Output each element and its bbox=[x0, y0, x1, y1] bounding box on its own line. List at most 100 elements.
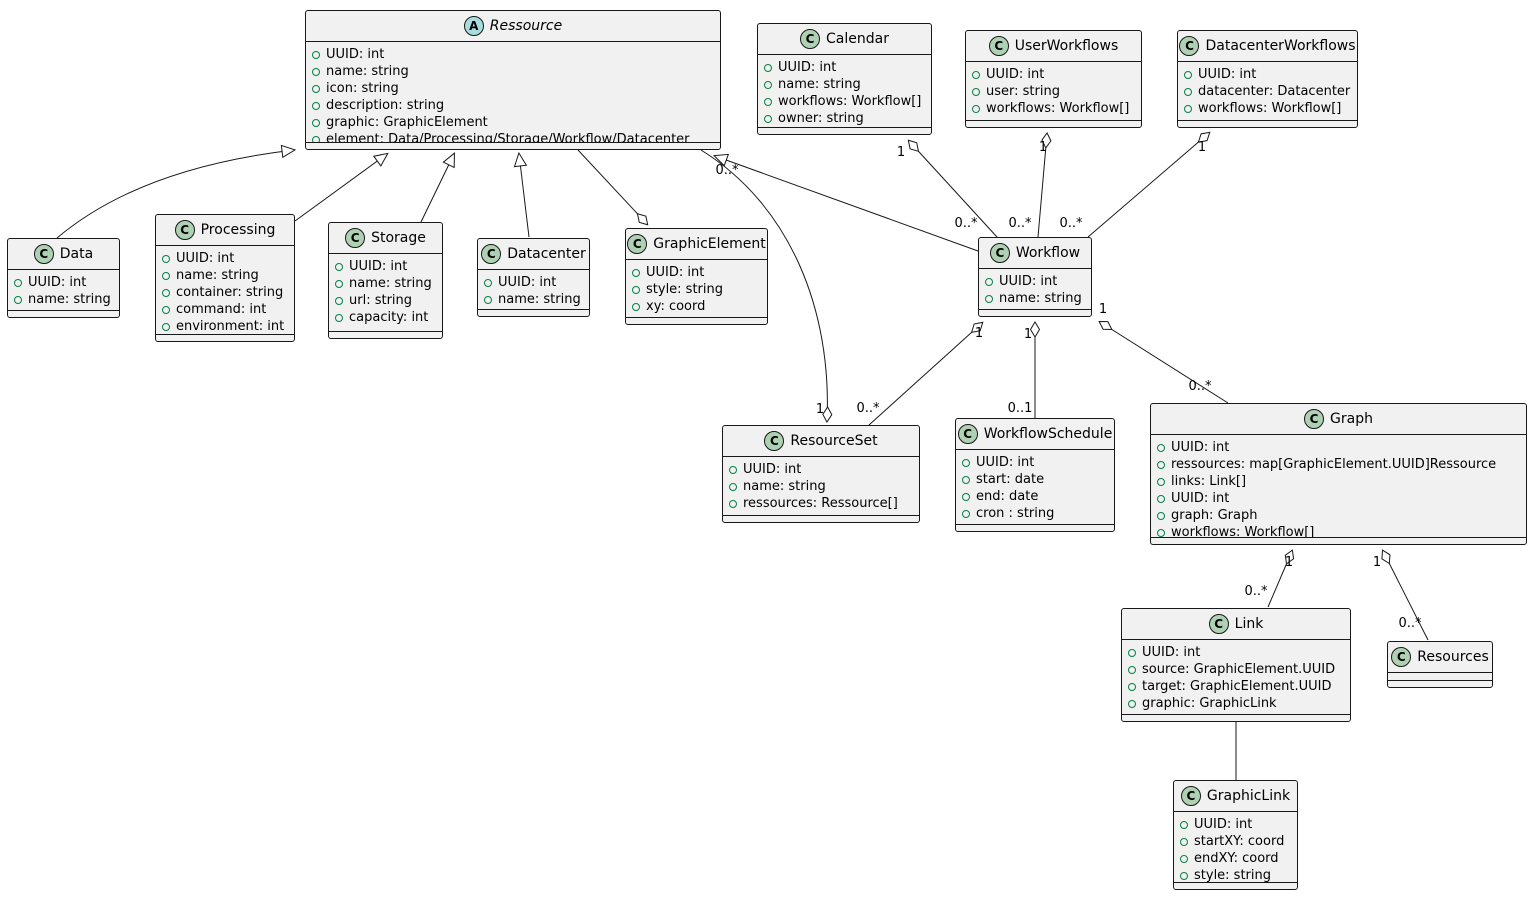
class-header: C Link bbox=[1122, 609, 1350, 640]
class-title: Processing bbox=[200, 222, 276, 238]
class-attribute: name: string bbox=[764, 76, 924, 93]
attribute-text: name: string bbox=[498, 292, 581, 307]
attribute-text: description: string bbox=[326, 98, 445, 113]
class-attribute: UUID: int bbox=[1157, 439, 1519, 456]
class-attribute: name: string bbox=[14, 291, 112, 308]
class-header: C Processing bbox=[156, 215, 294, 246]
class-title: Workflow bbox=[1015, 245, 1081, 261]
class-attribute: target: GraphicElement.UUID bbox=[1128, 678, 1343, 695]
class-attribute: workflows: Workflow[] bbox=[1157, 524, 1519, 538]
class-stereotype-icon: C bbox=[800, 29, 821, 49]
class-stereotype-icon: C bbox=[174, 220, 195, 240]
attribute-text: url: string bbox=[349, 293, 413, 308]
class-title: Calendar bbox=[826, 31, 889, 47]
multiplicity-label: 1 bbox=[1039, 140, 1047, 155]
multiplicity-label-layer: 0..*10..*10..*10..*10..*10..110..*10..*1… bbox=[715, 140, 1422, 631]
field-visibility-icon bbox=[1128, 699, 1136, 708]
attribute-text: UUID: int bbox=[176, 251, 235, 266]
class-stereotype-icon: C bbox=[764, 431, 785, 451]
class-methods-compartment bbox=[723, 516, 919, 522]
edge-processing-extends-ressource bbox=[294, 152, 389, 222]
class-attribute: style: string bbox=[632, 281, 760, 298]
attribute-text: UUID: int bbox=[326, 47, 385, 62]
field-visibility-icon bbox=[335, 313, 343, 322]
field-visibility-icon bbox=[764, 114, 772, 123]
attribute-text: UUID: int bbox=[498, 275, 557, 290]
class-stereotype-icon: C bbox=[989, 243, 1010, 263]
attribute-text: UUID: int bbox=[743, 462, 802, 477]
field-visibility-icon bbox=[162, 305, 170, 314]
multiplicity-label: 1 bbox=[897, 145, 905, 160]
attribute-text: end: date bbox=[976, 489, 1039, 504]
attribute-text: UUID: int bbox=[1194, 817, 1253, 832]
class-stereotype-icon: C bbox=[33, 244, 54, 264]
attribute-text: start: date bbox=[976, 472, 1045, 487]
attribute-text: name: string bbox=[999, 291, 1082, 306]
field-visibility-icon bbox=[1180, 837, 1188, 846]
class-attribute: graphic: GraphicLink bbox=[1128, 695, 1343, 712]
class-title: ResourceSet bbox=[790, 433, 878, 449]
attribute-text: workflows: Workflow[] bbox=[1171, 525, 1315, 538]
class-header: C ResourceSet bbox=[723, 426, 919, 457]
attribute-text: name: string bbox=[28, 292, 111, 307]
class-attribute: UUID: int bbox=[729, 461, 912, 478]
field-visibility-icon bbox=[14, 278, 22, 287]
class-attribute: UUID: int bbox=[162, 250, 287, 267]
attribute-text: capacity: int bbox=[349, 310, 429, 325]
class-attribute: workflows: Workflow[] bbox=[1184, 100, 1350, 117]
attribute-text: icon: string bbox=[326, 81, 399, 96]
attribute-text: ressources: Ressource[] bbox=[743, 496, 898, 511]
edge-workflow-extends-ressource bbox=[712, 153, 979, 252]
field-visibility-icon bbox=[162, 288, 170, 297]
class-title: DatacenterWorkflows bbox=[1205, 38, 1356, 54]
attribute-text: UUID: int bbox=[1171, 491, 1230, 506]
class-attribute: workflows: Workflow[] bbox=[972, 100, 1134, 117]
class-attribute: UUID: int bbox=[972, 66, 1134, 83]
class-attribute: UUID: int bbox=[764, 59, 924, 76]
class-stereotype-icon: C bbox=[1391, 647, 1412, 667]
attribute-text: workflows: Workflow[] bbox=[986, 101, 1130, 116]
field-visibility-icon bbox=[632, 268, 640, 277]
class-attribute: ressources: map[GraphicElement.UUID]Ress… bbox=[1157, 456, 1519, 473]
edge-resourceset-ressources-aggregation bbox=[700, 149, 833, 423]
multiplicity-label: 0..* bbox=[1059, 216, 1083, 231]
class-attribute: url: string bbox=[335, 292, 435, 309]
field-visibility-icon bbox=[162, 254, 170, 263]
field-visibility-icon bbox=[162, 322, 170, 331]
attribute-text: style: string bbox=[1194, 868, 1272, 883]
attribute-text: startXY: coord bbox=[1194, 834, 1285, 849]
class-methods-compartment bbox=[1178, 121, 1357, 127]
edge-graph-resources-aggregation bbox=[1381, 549, 1429, 641]
class-methods-compartment bbox=[626, 318, 767, 324]
attribute-text: links: Link[] bbox=[1171, 474, 1247, 489]
field-visibility-icon bbox=[335, 296, 343, 305]
class-methods-compartment bbox=[1174, 883, 1297, 889]
field-visibility-icon bbox=[1157, 477, 1165, 486]
edge-calendar-workflows-aggregation bbox=[907, 139, 998, 238]
field-visibility-icon bbox=[335, 279, 343, 288]
class-attribute: UUID: int bbox=[985, 273, 1084, 290]
field-visibility-icon bbox=[1157, 528, 1165, 537]
multiplicity-label: 0..* bbox=[1188, 379, 1212, 394]
multiplicity-label: 1 bbox=[1373, 555, 1381, 570]
field-visibility-icon bbox=[632, 285, 640, 294]
class-attribute: UUID: int bbox=[335, 258, 435, 275]
class-attribute: UUID: int bbox=[1180, 816, 1290, 833]
class-attribute: style: string bbox=[1180, 867, 1290, 883]
class-attribute: user: string bbox=[972, 83, 1134, 100]
class-methods-compartment bbox=[979, 310, 1091, 316]
class-attribute: name: string bbox=[985, 290, 1084, 307]
field-visibility-icon bbox=[972, 87, 980, 96]
class-stereotype-icon: C bbox=[1180, 786, 1201, 806]
class-methods-compartment bbox=[156, 335, 294, 341]
class-attributes bbox=[1388, 673, 1492, 681]
class-methods-compartment bbox=[1388, 681, 1492, 687]
